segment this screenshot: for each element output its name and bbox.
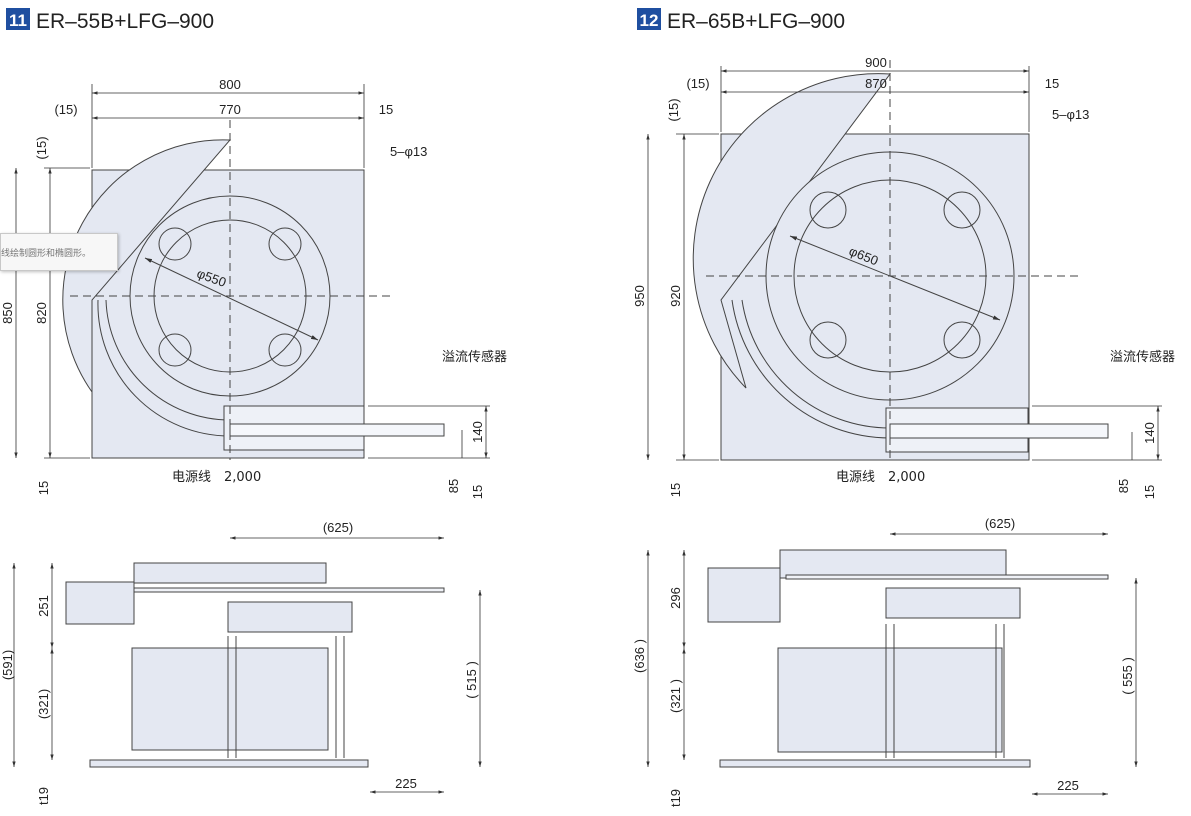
bowl-housing [692, 73, 891, 389]
dim-bottom-margin: 15 [36, 481, 51, 495]
side-dim-625: (625) [985, 516, 1015, 531]
title-badge [637, 8, 661, 30]
dim-85: 85 [446, 479, 461, 493]
power-cable-label: 电源线 2,000 [836, 470, 925, 485]
dim-bottom-margin: 15 [668, 483, 683, 497]
dim-85: 85 [1116, 479, 1131, 493]
mount-hole [943, 321, 981, 359]
dim-width-inner: 770 [219, 102, 241, 117]
drawing-er65b: 12 ER–65B+LFG–900 [632, 8, 1175, 807]
dim-height-inner: 820 [34, 302, 49, 324]
dim-holes: 5–φ13 [390, 144, 427, 159]
top-dimensions [14, 84, 490, 459]
diameter-line [144, 257, 319, 341]
tooltip-popup: 线绘制圆形和椭圆形。 [0, 233, 118, 271]
dim-top-margin: (15) [34, 136, 49, 159]
dim-140: 140 [1142, 422, 1157, 444]
side-dim-591: (591) [0, 650, 15, 680]
drawing-title: ER–65B+LFG–900 [667, 10, 845, 33]
side-dim-515: ( 515 ) [464, 661, 479, 699]
drawing-title: ER–55B+LFG–900 [36, 10, 214, 33]
linear-track [229, 423, 445, 437]
top-dimensions [646, 66, 1162, 461]
top-view [692, 60, 1109, 462]
tooltip-text: 线绘制圆形和椭圆形。 [1, 248, 92, 259]
side-dimensions [646, 532, 1138, 796]
side-view [707, 549, 1109, 768]
dim-15-bottom: 15 [1142, 485, 1157, 499]
side-dimensions [12, 536, 482, 794]
side-dim-321: (321) [36, 689, 51, 719]
side-dim-t19: t19 [668, 789, 683, 807]
dim-left-margin: (15) [686, 76, 709, 91]
dim-width-inner: 870 [865, 76, 887, 91]
side-dim-t19: t19 [36, 787, 51, 805]
linear-track [889, 423, 1109, 439]
mount-hole [809, 321, 847, 359]
power-cable-label: 电源线 2,000 [172, 470, 261, 485]
side-dim-225: 225 [395, 776, 417, 791]
sensor-label: 溢流传感器 [442, 349, 507, 365]
dim-15-bottom: 15 [470, 485, 485, 499]
dim-height-total: 850 [0, 302, 15, 324]
dim-height-total: 950 [632, 285, 647, 307]
sensor-label: 溢流传感器 [1110, 349, 1175, 365]
dim-height-inner: 920 [668, 285, 683, 307]
dim-top-margin: (15) [666, 98, 681, 121]
top-view [62, 120, 445, 460]
diameter-line [789, 235, 1001, 321]
dim-right-margin: 15 [379, 102, 393, 117]
side-dim-296: 296 [668, 587, 683, 609]
mount-hole [943, 191, 981, 229]
side-dim-625: (625) [323, 520, 353, 535]
dim-width-total: 800 [219, 77, 241, 92]
badge-number: 12 [640, 11, 659, 30]
side-view [65, 562, 445, 768]
side-dim-251: 251 [36, 595, 51, 617]
dim-right-margin: 15 [1045, 76, 1059, 91]
title-badge [6, 8, 30, 30]
side-dim-321: (321 ) [668, 679, 683, 713]
dim-left-margin: (15) [54, 102, 77, 117]
side-dim-225: 225 [1057, 778, 1079, 793]
mount-hole [809, 191, 847, 229]
dim-holes: 5–φ13 [1052, 107, 1089, 122]
side-dim-555: ( 555 ) [1120, 657, 1135, 695]
side-dim-636: (636 ) [632, 639, 647, 673]
dim-width-total: 900 [865, 55, 887, 70]
drawing-er55b: 11 ER–55B+LFG–900 [0, 8, 507, 805]
dim-140: 140 [470, 421, 485, 443]
badge-number: 11 [9, 11, 27, 30]
bowl-housing [62, 139, 232, 394]
